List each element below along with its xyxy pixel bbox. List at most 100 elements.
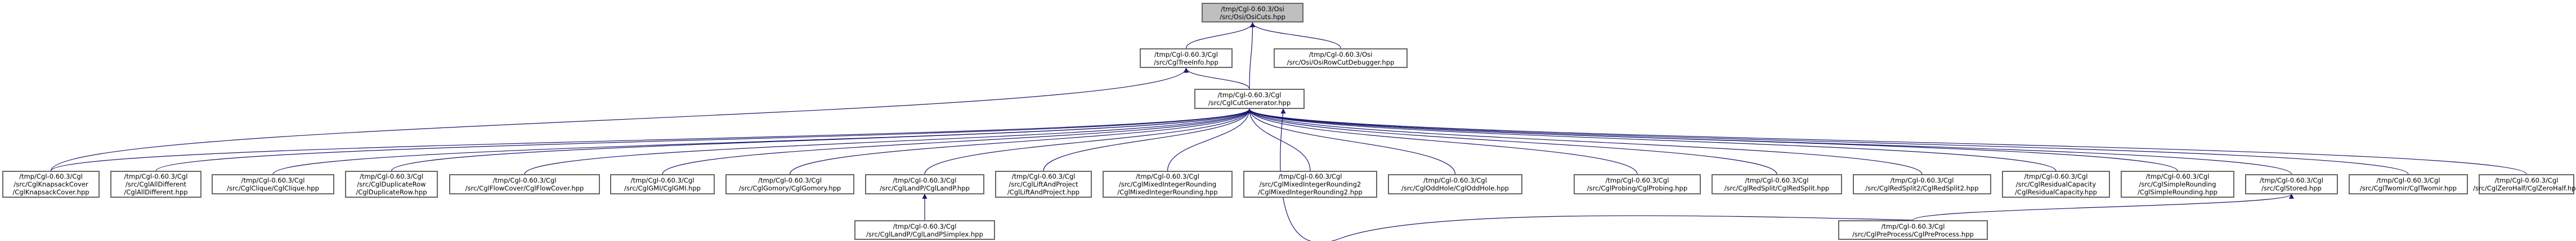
node-label: /src/CglLandP/CglLandPSimplex.hpp xyxy=(866,230,983,238)
edge-alldiff-to-cutgen xyxy=(155,108,1252,171)
node-label: /src/CglMixedIntegerRounding2 xyxy=(1259,180,1361,189)
node-label: /tmp/Cgl-0.60.3/Cgl xyxy=(360,172,423,181)
edge-cutgen-to-root xyxy=(1249,22,1255,89)
node-label: /src/CglDuplicateRow xyxy=(357,180,426,189)
node-label: /tmp/Cgl-0.60.3/Cgl xyxy=(1745,176,1809,184)
node-cglredsplit[interactable]: /tmp/Cgl-0.60.3/Cgl /src/CglRedSplit/Cgl… xyxy=(1712,174,1842,194)
node-label: /tmp/Cgl-0.60.3/Cgl xyxy=(1217,91,1282,99)
node-label: /tmp/Cgl-0.60.3/Cgl xyxy=(630,176,695,184)
node-label: /tmp/Cgl-0.60.3/Cgl xyxy=(758,176,822,184)
node-label: /src/CglClique/CglClique.hpp xyxy=(227,184,319,192)
node-cglgomory[interactable]: /tmp/Cgl-0.60.3/Cgl /src/CglGomory/CglGo… xyxy=(725,174,854,194)
node-cglredsplit2[interactable]: /tmp/Cgl-0.60.3/Cgl /src/CglRedSplit2/Cg… xyxy=(1853,174,1991,194)
node-label: /tmp/Cgl-0.60.3/Cgl xyxy=(1278,172,1342,181)
node-label: /tmp/Cgl-0.60.3/Cgl xyxy=(1136,172,1199,181)
node-cgloddhole[interactable]: /tmp/Cgl-0.60.3/Cgl /src/CglOddHole/CglO… xyxy=(1388,174,1522,194)
node-label: /CglResidualCapacity.hpp xyxy=(2015,188,2097,197)
edge-probing-to-cutgen xyxy=(1247,108,1638,175)
node-label: /CglMixedIntegerRounding2.hpp xyxy=(1258,188,1363,197)
node-osirowcutdebugger[interactable]: /tmp/Cgl-0.60.3/Osi /src/Osi/OsiRowCutDe… xyxy=(1274,48,1408,69)
node-label: /src/CglRedSplit/CglRedSplit.hpp xyxy=(1724,184,1830,192)
edge-gmi-to-cutgen xyxy=(662,108,1252,175)
node-label: /src/CglLandP/CglLandP.hpp xyxy=(880,184,970,192)
node-label: /tmp/Cgl-0.60.3/Cgl xyxy=(1605,176,1669,184)
node-label: /src/CglGomory/CglGomory.hpp xyxy=(738,184,841,192)
node-label: /tmp/Cgl-0.60.3/Cgl xyxy=(893,222,957,230)
node-label: /src/Osi/OsiCuts.hpp xyxy=(1220,12,1285,21)
node-cglprobing[interactable]: /tmp/Cgl-0.60.3/Cgl /src/CglProbing/CglP… xyxy=(1574,174,1701,194)
node-label: /CglAllDifferent.hpp xyxy=(124,188,188,197)
edge-mir2-to-cutgen xyxy=(1247,108,1311,171)
node-label: /src/CglOddHole/CglOddHole.hpp xyxy=(1401,184,1509,192)
node-cglzerohalf[interactable]: /tmp/Cgl-0.60.3/Cgl /src/CglZeroHalf/Cgl… xyxy=(2473,174,2576,194)
node-label: /tmp/Cgl-0.60.3/Cgl xyxy=(241,176,305,184)
edge-cutgen-to-treeinfo xyxy=(1184,67,1250,89)
node-label: /src/CglTreeInfo.hpp xyxy=(1154,58,1218,66)
edge-redsplit2-to-cutgen xyxy=(1247,108,1923,175)
node-label: /tmp/Cgl-0.60.3/Cgl xyxy=(2260,176,2323,184)
edge-mir-to-cutgen xyxy=(1167,108,1252,171)
edge-twomir-to-cutgen xyxy=(1247,108,2409,175)
node-cglmixedintegerrounding2[interactable]: /tmp/Cgl-0.60.3/Cgl /src/CglMixedInteger… xyxy=(1243,171,1377,198)
node-label: /src/CglFlowCover/CglFlowCover.hpp xyxy=(465,184,584,192)
node-cgltwomir[interactable]: /tmp/Cgl-0.60.3/Cgl /src/CglTwomir/CglTw… xyxy=(2349,174,2468,194)
edge-redsplit-to-cutgen xyxy=(1247,108,1777,175)
node-cglalldifferent[interactable]: /tmp/Cgl-0.60.3/Cgl /src/CglAllDifferent… xyxy=(110,171,201,198)
node-label: /src/CglKnapsackCover xyxy=(14,180,88,189)
node-cglliftandproject[interactable]: /tmp/Cgl-0.60.3/Cgl /src/CglLiftAndProje… xyxy=(995,171,1092,198)
node-label: /tmp/Cgl-0.60.3/Cgl xyxy=(492,176,557,184)
node-cglcutgenerator[interactable]: /tmp/Cgl-0.60.3/Cgl /src/CglCutGenerator… xyxy=(1194,89,1305,109)
node-cglflowcover[interactable]: /tmp/Cgl-0.60.3/Cgl /src/CglFlowCover/Cg… xyxy=(449,174,600,194)
edge-zerohalf-to-cutgen xyxy=(1247,108,2527,175)
edge-preprocess-to-cutgen xyxy=(1280,108,1914,241)
node-label: /tmp/Cgl-0.60.3/Cgl xyxy=(1423,176,1487,184)
node-label: /tmp/Cgl-0.60.3/Osi xyxy=(1221,4,1284,13)
node-cglduplicaterow[interactable]: /tmp/Cgl-0.60.3/Cgl /src/CglDuplicateRow… xyxy=(345,171,438,198)
node-label: /tmp/Cgl-0.60.3/Cgl xyxy=(1154,50,1218,58)
edge-gomory-to-cutgen xyxy=(789,108,1252,175)
node-cglresidualcapacity[interactable]: /tmp/Cgl-0.60.3/Cgl /src/CglResidualCapa… xyxy=(2002,171,2110,198)
edge-rowcutdbg-to-root xyxy=(1250,22,1341,48)
node-cglknapsackcover[interactable]: /tmp/Cgl-0.60.3/Cgl /src/CglKnapsackCove… xyxy=(2,171,100,198)
node-label: /tmp/Cgl-0.60.3/Cgl xyxy=(893,176,957,184)
node-cgltreeinfo[interactable]: /tmp/Cgl-0.60.3/Cgl /src/CglTreeInfo.hpp xyxy=(1140,48,1233,69)
node-cglsimplerounding[interactable]: /tmp/Cgl-0.60.3/Cgl /src/CglSimpleRoundi… xyxy=(2121,171,2234,198)
node-cglstored[interactable]: /tmp/Cgl-0.60.3/Cgl /src/CglStored.hpp xyxy=(2245,174,2338,194)
node-label: /src/CglResidualCapacity xyxy=(2015,180,2096,189)
node-label: /CglLiftAndProject.hpp xyxy=(1007,188,1080,197)
node-cglgmi[interactable]: /tmp/Cgl-0.60.3/Cgl /src/CglGMI/CglGMI.h… xyxy=(610,174,715,194)
node-label: /tmp/Cgl-0.60.3/Cgl xyxy=(2376,176,2440,184)
edge-liftandproj-to-cutgen xyxy=(1043,108,1252,171)
node-cglpreprocess[interactable]: /tmp/Cgl-0.60.3/Cgl /src/CglPreProcess/C… xyxy=(1838,220,1988,240)
node-label: /CglMixedIntegerRounding.hpp xyxy=(1117,188,1218,197)
node-label: /src/CglCutGenerator.hpp xyxy=(1208,99,1291,107)
node-cgllandpsimplex[interactable]: /tmp/Cgl-0.60.3/Cgl /src/CglLandP/CglLan… xyxy=(854,220,995,240)
node-label: /src/CglAllDifferent xyxy=(125,180,187,189)
node-label: /CglSimpleRounding.hpp xyxy=(2138,188,2217,197)
node-label: /src/CglGMI/CglGMI.hpp xyxy=(624,184,701,192)
edge-knapsack-to-cutgen xyxy=(50,108,1252,171)
node-cglclique[interactable]: /tmp/Cgl-0.60.3/Cgl /src/CglClique/CglCl… xyxy=(212,174,334,194)
node-cgllandp[interactable]: /tmp/Cgl-0.60.3/Cgl /src/CglLandP/CglLan… xyxy=(865,174,984,194)
edge-preprocess-to-stored xyxy=(1912,193,2294,221)
node-label: /src/CglStored.hpp xyxy=(2261,184,2322,192)
node-label: /src/CglRedSplit2/CglRedSplit2.hpp xyxy=(1865,184,1979,192)
edge-stored-to-cutgen xyxy=(1247,108,2292,175)
node-label: /tmp/Cgl-0.60.3/Cgl xyxy=(1881,222,1945,230)
edge-oddhole-to-cutgen xyxy=(1247,108,1456,175)
edge-knapsack-to-treeinfo xyxy=(50,67,1189,171)
edge-treeinfo-to-root xyxy=(1185,22,1255,48)
node-label: /src/CglPreProcess/CglPreProcess.hpp xyxy=(1852,230,1974,238)
node-label: /src/CglMixedIntegerRounding xyxy=(1118,180,1217,189)
node-label: /src/CglSimpleRounding xyxy=(2139,180,2216,189)
node-label: /src/CglLiftAndProject xyxy=(1009,180,1078,189)
edge-flowcover-to-cutgen xyxy=(524,108,1252,175)
node-label: /src/CglZeroHalf/CglZeroHalf.hpp xyxy=(2473,184,2576,192)
node-label: /tmp/Cgl-0.60.3/Osi xyxy=(1309,50,1373,58)
node-label: /tmp/Cgl-0.60.3/Cgl xyxy=(2494,176,2559,184)
node-cglmixedintegerrounding[interactable]: /tmp/Cgl-0.60.3/Cgl /src/CglMixedInteger… xyxy=(1103,171,1233,198)
node-label: /tmp/Cgl-0.60.3/Cgl xyxy=(2024,172,2088,181)
node-label: /src/CglTwomir/CglTwomir.hpp xyxy=(2359,184,2457,192)
